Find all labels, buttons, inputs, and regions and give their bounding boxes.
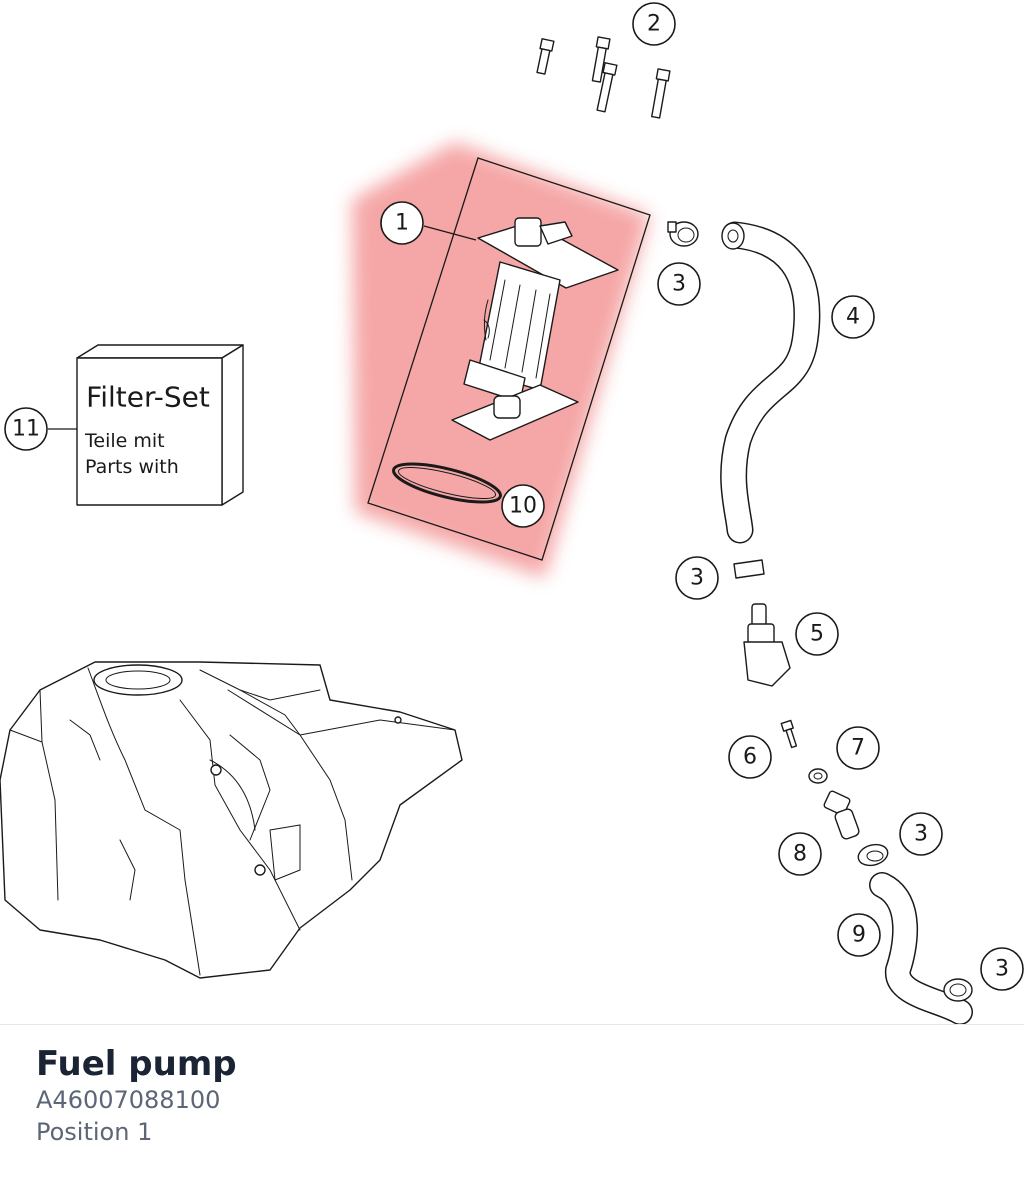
fuel-tank-part[interactable] — [0, 661, 463, 979]
callout-3[interactable]: 3 — [657, 262, 701, 306]
svg-text:1: 1 — [395, 211, 409, 236]
short-hose-part[interactable] — [869, 872, 973, 1025]
part-title: Fuel pump — [36, 1044, 237, 1084]
bolts-part[interactable] — [535, 36, 671, 119]
filter-set-box: Filter-Set Teile mit Parts with — [76, 344, 244, 506]
callout-7[interactable]: 7 — [836, 726, 880, 770]
callout-3[interactable]: 3 — [980, 947, 1024, 991]
svg-text:10: 10 — [509, 494, 537, 519]
svg-text:6: 6 — [743, 745, 757, 770]
callout-5[interactable]: 5 — [795, 612, 839, 656]
hose-clamp-part[interactable] — [856, 841, 890, 868]
callout-3[interactable]: 3 — [899, 812, 943, 856]
svg-text:3: 3 — [672, 272, 686, 297]
assembly-frame — [367, 157, 651, 561]
callout-1[interactable]: 1 — [380, 201, 424, 245]
screw-part[interactable] — [780, 719, 799, 749]
svg-text:2: 2 — [647, 12, 661, 37]
o-ring-part[interactable] — [390, 456, 504, 510]
fitting-part[interactable] — [823, 790, 860, 840]
svg-text:11: 11 — [12, 417, 40, 442]
svg-text:7: 7 — [851, 736, 865, 761]
callout-2[interactable]: 2 — [632, 2, 676, 46]
filter-set-title: Filter-Set — [86, 381, 210, 414]
fuel-hose-part[interactable] — [720, 221, 821, 544]
callout-6[interactable]: 6 — [728, 735, 772, 779]
callout-11[interactable]: 11 — [4, 407, 48, 451]
svg-text:8: 8 — [793, 842, 807, 867]
svg-text:9: 9 — [852, 923, 866, 948]
svg-text:4: 4 — [846, 305, 860, 330]
callout-4[interactable]: 4 — [831, 295, 875, 339]
footer-divider — [0, 1024, 1024, 1025]
part-info-footer: Fuel pump A46007088100 Position 1 — [36, 1044, 237, 1148]
svg-text:3: 3 — [995, 957, 1009, 982]
hose-clamp-part[interactable] — [733, 559, 765, 579]
exploded-parts-diagram: Filter-Set Teile mit Parts with 1 2 3 4 … — [0, 2, 1024, 1025]
callout-10[interactable]: 10 — [501, 484, 545, 528]
callout-8[interactable]: 8 — [778, 832, 822, 876]
svg-text:3: 3 — [914, 822, 928, 847]
fuel-pump-part[interactable] — [451, 217, 619, 441]
part-number: A46007088100 — [36, 1086, 221, 1114]
quick-connector-part[interactable] — [743, 603, 791, 687]
callout-9[interactable]: 9 — [837, 913, 881, 957]
hose-clamp-part[interactable] — [667, 221, 699, 247]
part-position: Position 1 — [36, 1118, 153, 1146]
hose-clamp-part[interactable] — [943, 978, 973, 1002]
svg-text:5: 5 — [810, 622, 824, 647]
svg-text:3: 3 — [690, 566, 704, 591]
filter-set-line1: Teile mit — [84, 430, 165, 452]
filter-set-line2: Parts with — [85, 456, 179, 478]
callout-3[interactable]: 3 — [675, 556, 719, 600]
washer-part[interactable] — [808, 768, 828, 784]
